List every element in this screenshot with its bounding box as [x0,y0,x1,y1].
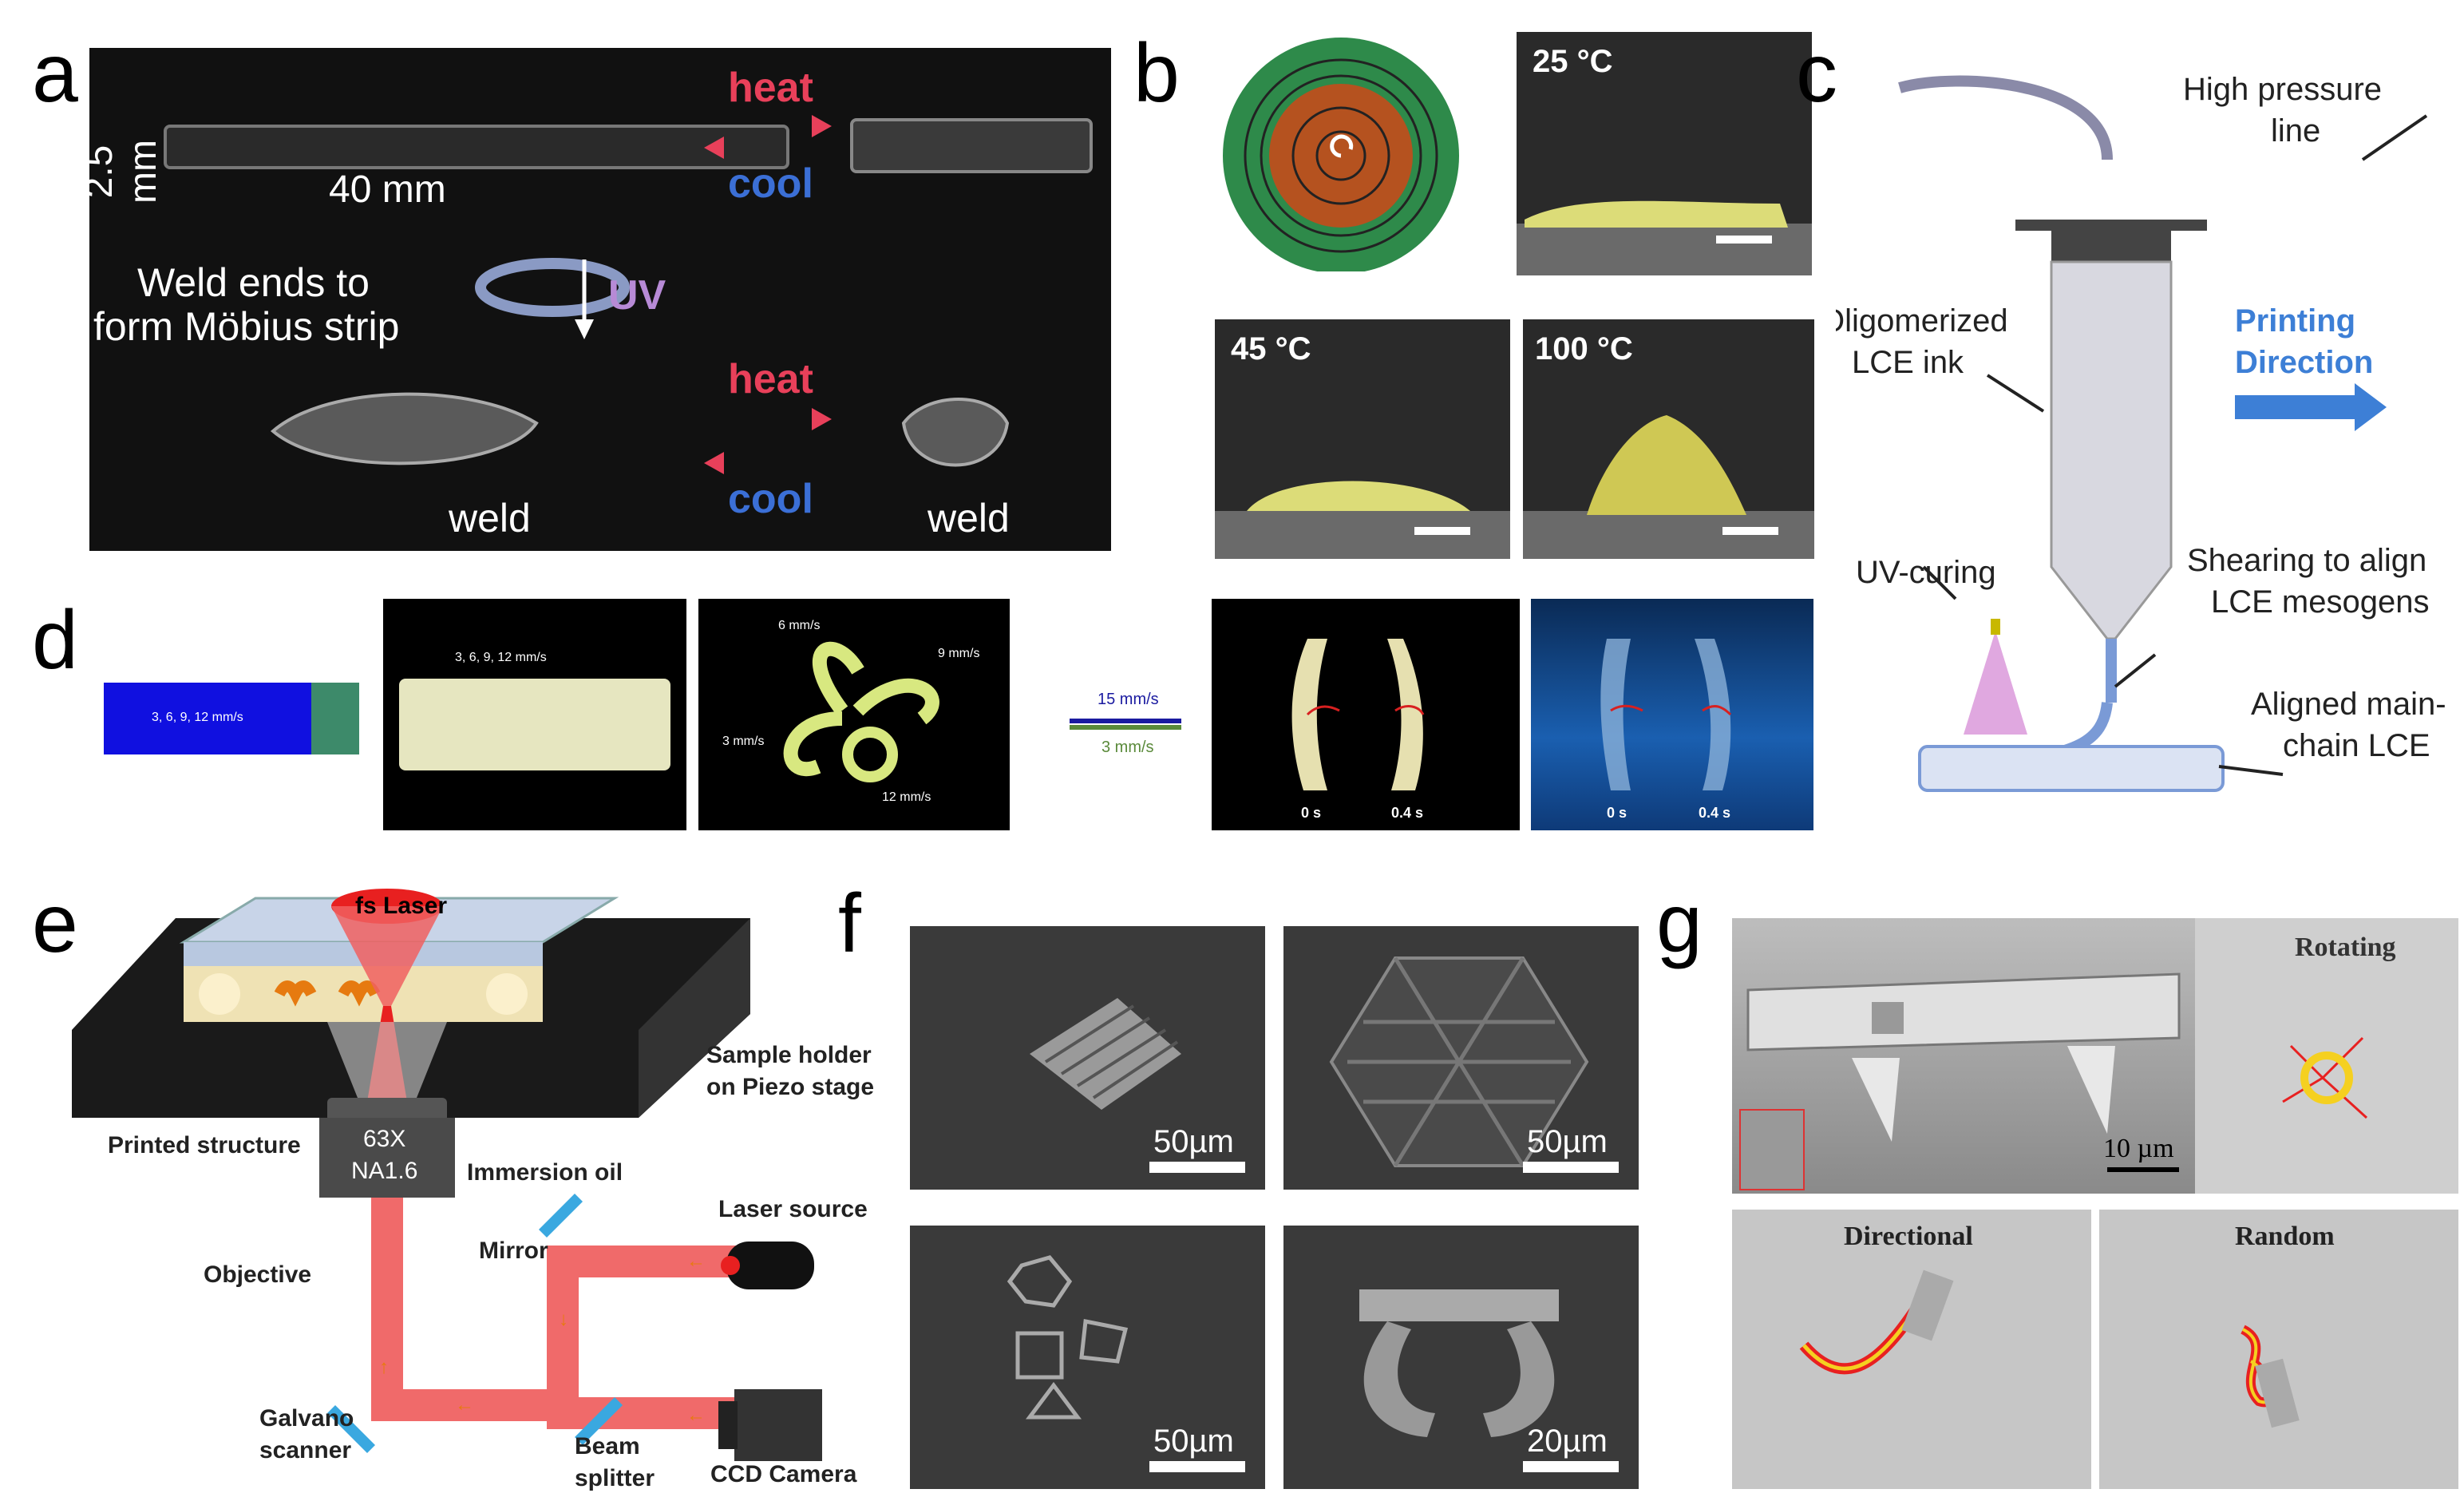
immersion-oil-label: Immersion oil [467,1159,623,1186]
g-scale-label: 10 µm [2103,1134,2174,1163]
spiral-speed-6: 6 mm/s [778,619,821,632]
speed-bar: 3, 6, 9, 12 mm/s [104,683,359,754]
objective-na-label: NA1.6 [351,1158,418,1184]
galvano-label-1: Galvano [259,1405,354,1432]
aligned-label-1: Aligned main- [2251,687,2446,722]
weld-instruction-line1: Weld ends to [137,260,370,305]
beam-splitter-label-1: Beam [575,1433,640,1459]
panel-label-b: b [1133,27,1180,120]
scale-label-4: 20µm [1527,1424,1608,1459]
printing-direction-label-2: Direction [2235,345,2374,380]
temp-label-100: 100 °C [1535,331,1633,366]
svg-text:←: ← [455,1394,474,1416]
svg-text:↑: ↑ [379,1356,389,1378]
speed-legend: 15 mm/s 3 mm/s [1070,687,1181,774]
aligned-label-2: chain LCE [2283,728,2430,763]
panel-d-spiral-photo: 6 mm/s 9 mm/s 3 mm/s 12 mm/s [698,599,1010,830]
heat-label-top: heat [728,65,813,111]
panel-g-directional: Directional [1732,1210,2091,1489]
weld-instruction-line2: form Möbius strip [93,304,400,349]
printing-direction-label-1: Printing [2235,303,2356,339]
panel-d-printed-strip: 3, 6, 9, 12 mm/s [383,599,686,830]
scale-label-1: 50µm [1153,1124,1234,1159]
cool-label-top: cool [728,160,813,207]
laser-source-label: Laser source [718,1196,868,1222]
ink-label-2: LCE ink [1852,345,1964,380]
legend-15: 15 mm/s [1098,691,1159,708]
sem-image-polyhedra: 50µm [910,1226,1265,1489]
ink-label-1: Oligomerized [1836,303,2008,339]
panel-c-diagram: High pressure line Oligomerized LCE ink … [1836,48,2464,814]
uv-curing-label: UV-curing [1856,555,1996,590]
panel-d-actuation-dark: 0 s 0.4 s [1212,599,1520,830]
objective-mag-label: 63X [363,1126,406,1152]
svg-text:↓: ↓ [559,1309,568,1330]
legend-3: 3 mm/s [1101,739,1154,756]
time-04s-a: 0.4 s [1391,805,1424,821]
scale-label-3: 50µm [1153,1424,1234,1459]
heat-label-bottom: heat [728,356,813,402]
panel-label-e: e [32,877,78,970]
beam-splitter-label-2: splitter [575,1465,655,1491]
sem-image-clip: 20µm [1283,1226,1639,1489]
objective-label: Objective [204,1261,312,1288]
scale-label-2: 50µm [1527,1124,1608,1159]
galvano-label-2: scanner [259,1437,352,1463]
panel-b-photo-25c: 25 °C [1517,32,1812,275]
temp-label-45: 45 °C [1231,331,1311,366]
spiral-speed-9: 9 mm/s [938,647,980,660]
shearing-label-1: Shearing to align [2187,543,2427,578]
sample-holder-label-2: on Piezo stage [706,1074,875,1100]
dim-horizontal-label: 40 mm [329,168,446,211]
speed-bar-text: 3, 6, 9, 12 mm/s [152,711,243,724]
panel-g-random: Random [2099,1210,2458,1489]
random-label: Random [2235,1222,2335,1251]
high-pressure-label-1: High pressure [2183,72,2383,107]
panel-label-g: g [1656,877,1703,970]
mirror-label: Mirror [479,1238,548,1264]
panel-a-photo: 2.5 mm 40 mm heat cool Weld ends to form… [89,48,1111,551]
spiral-speed-3: 3 mm/s [722,735,765,748]
dim-vertical-label: 2.5 mm [89,140,164,204]
panel-d-actuation-blue: 0 s 0.4 s [1531,599,1813,830]
time-0s-a: 0 s [1301,805,1322,821]
weld-label-left: weld [449,496,531,541]
time-04s-b: 0.4 s [1699,805,1731,821]
directional-label: Directional [1844,1222,1973,1251]
sample-holder-label-1: Sample holder [706,1042,872,1068]
printed-structure-label: Printed structure [108,1132,301,1158]
strip-speed-text: 3, 6, 9, 12 mm/s [455,651,547,664]
weld-label-right: weld [927,496,1010,541]
panel-b-photo-45c: 45 °C [1215,319,1510,559]
temp-label-25: 25 °C [1533,44,1613,79]
ccd-camera-label: CCD Camera [710,1461,857,1487]
panel-label-d: d [32,594,78,687]
high-pressure-label-2: line [2271,113,2321,149]
cool-label-bottom: cool [728,476,813,522]
panel-b-spiral [1221,32,1461,271]
panel-a-drawing [164,115,1093,474]
sem-image-hexagon: 50µm [1283,926,1639,1190]
svg-text:←: ← [686,1250,706,1272]
svg-text:←: ← [686,1404,706,1426]
panel-label-f: f [838,877,861,970]
spiral-speed-12: 12 mm/s [882,790,931,804]
time-0s-b: 0 s [1607,805,1628,821]
panel-g-rotating: Rotating [2195,918,2458,1194]
sem-image-lattice-cube: 50µm [910,926,1265,1190]
panel-label-a: a [32,27,78,120]
uv-label: UV [608,272,666,319]
panel-g-sem-robot: 10 µm [1732,918,2195,1194]
fs-laser-label: fs Laser [355,893,448,919]
rotating-label: Rotating [2295,933,2396,962]
panel-b-photo-100c: 100 °C [1523,319,1814,559]
panel-e-diagram: ← ← ← ↓ ↑ fs Laser Sample holder on Piez… [64,878,878,1493]
panel-label-c: c [1796,27,1837,120]
shearing-label-2: LCE mesogens [2211,584,2430,620]
